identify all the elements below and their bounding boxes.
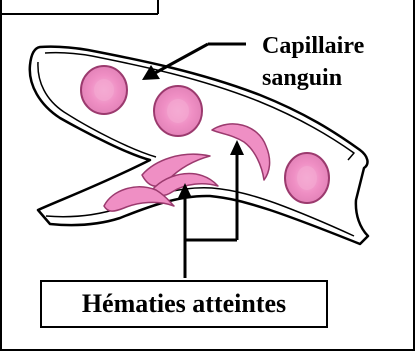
capillary-label: Capillaire sanguin [262, 30, 412, 94]
red-blood-cell [81, 66, 127, 114]
red-blood-cell [285, 153, 329, 203]
capillary-label-line1: Capillaire [262, 30, 412, 62]
top-box-fragment [1, 0, 158, 14]
red-blood-cell [154, 86, 202, 136]
capillary-label-line2: sanguin [262, 62, 412, 94]
affected-cells-label: Hématies atteintes [82, 289, 286, 319]
affected-cells-label-box: Hématies atteintes [40, 280, 328, 328]
